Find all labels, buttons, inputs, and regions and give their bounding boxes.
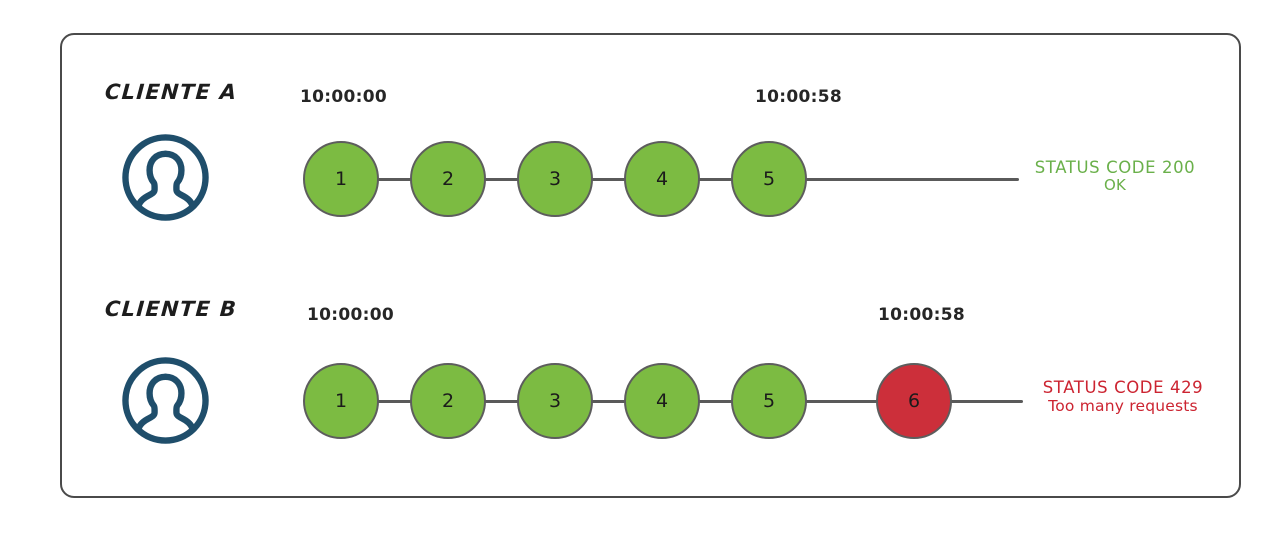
request-node-number: 5 bbox=[762, 167, 776, 190]
request-node-number: 4 bbox=[655, 389, 669, 412]
request-node-number: 1 bbox=[334, 389, 348, 412]
request-node-b-6[interactable]: 6 bbox=[876, 363, 952, 439]
user-avatar-icon bbox=[120, 132, 211, 227]
status-b-text: Too many requests bbox=[1048, 397, 1198, 416]
status-badge-a: STATUS CODE 200 OK bbox=[1025, 158, 1205, 195]
client-b-label: CLIENTE B bbox=[104, 297, 239, 321]
request-node-b-5[interactable]: 5 bbox=[731, 363, 807, 439]
request-node-number: 3 bbox=[548, 167, 562, 190]
request-node-number: 2 bbox=[441, 167, 455, 190]
request-node-b-4[interactable]: 4 bbox=[624, 363, 700, 439]
request-node-number: 2 bbox=[441, 389, 455, 412]
request-node-number: 3 bbox=[548, 389, 562, 412]
request-node-number: 4 bbox=[655, 167, 669, 190]
request-node-number: 5 bbox=[762, 389, 776, 412]
status-badge-b: STATUS CODE 429 Too many requests bbox=[1028, 378, 1218, 416]
row-b-end-time: 10:00:58 bbox=[878, 305, 965, 325]
request-node-b-3[interactable]: 3 bbox=[517, 363, 593, 439]
diagram-frame bbox=[60, 33, 1241, 498]
row-a-start-time: 10:00:00 bbox=[300, 87, 387, 107]
user-avatar-icon bbox=[120, 355, 211, 450]
row-a-end-time: 10:00:58 bbox=[755, 87, 842, 107]
status-b-code: STATUS CODE 429 bbox=[1042, 378, 1204, 397]
row-b-start-time: 10:00:00 bbox=[307, 305, 394, 325]
request-node-a-5[interactable]: 5 bbox=[731, 141, 807, 217]
status-a-code: STATUS CODE 200 bbox=[1034, 158, 1196, 177]
status-a-text: OK bbox=[1103, 176, 1127, 195]
request-node-number: 1 bbox=[334, 167, 348, 190]
request-node-a-3[interactable]: 3 bbox=[517, 141, 593, 217]
request-node-a-1[interactable]: 1 bbox=[303, 141, 379, 217]
request-node-number: 6 bbox=[907, 389, 921, 412]
request-node-a-4[interactable]: 4 bbox=[624, 141, 700, 217]
request-node-b-2[interactable]: 2 bbox=[410, 363, 486, 439]
request-node-a-2[interactable]: 2 bbox=[410, 141, 486, 217]
request-node-b-1[interactable]: 1 bbox=[303, 363, 379, 439]
